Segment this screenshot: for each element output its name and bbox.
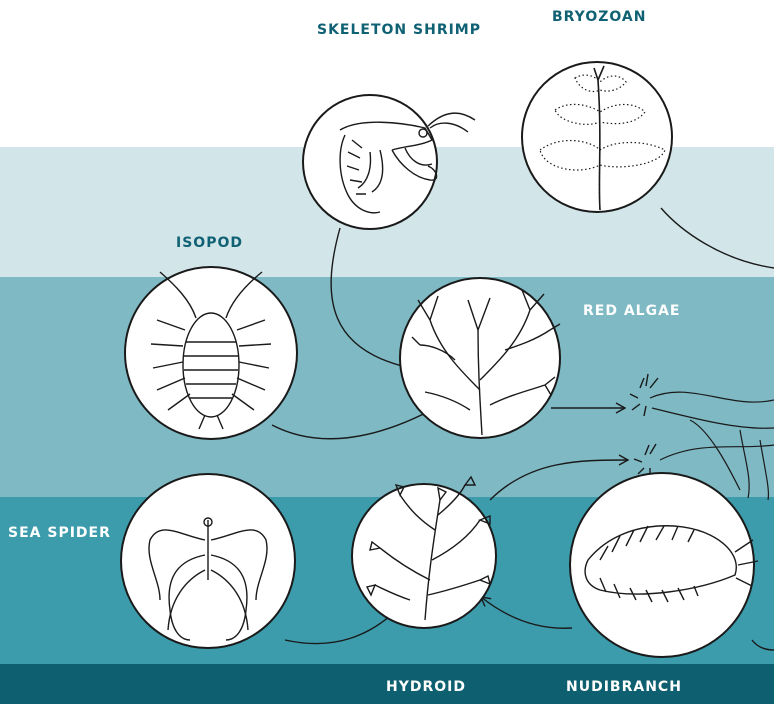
arrow-shrimp-to-algae xyxy=(331,228,410,368)
hydroid-illustration xyxy=(352,477,496,628)
label-nudibranch: NUDIBRANCH xyxy=(566,679,682,695)
label-bryozoan: BRYOZOAN xyxy=(552,9,646,25)
nudibranch-illustration xyxy=(570,473,758,657)
arrow-bryozoan-offscreen xyxy=(661,208,774,268)
arrow-nudibranch-offscreen xyxy=(752,640,774,650)
label-hydroid: HYDROID xyxy=(386,679,466,695)
sea-spider-illustration xyxy=(121,474,295,648)
label-isopod: ISOPOD xyxy=(176,235,243,251)
label-skeleton-shrimp: SKELETON SHRIMP xyxy=(317,22,481,38)
arrow-nudibranch-to-hydroid xyxy=(481,597,572,628)
red-algae-illustration xyxy=(400,278,560,438)
label-red-algae: RED ALGAE xyxy=(583,303,680,319)
label-sea-spider: SEA SPIDER xyxy=(8,525,111,541)
bryozoan-illustration xyxy=(522,62,672,212)
skeleton-shrimp-illustration xyxy=(303,95,475,229)
isopod-illustration xyxy=(125,267,297,439)
